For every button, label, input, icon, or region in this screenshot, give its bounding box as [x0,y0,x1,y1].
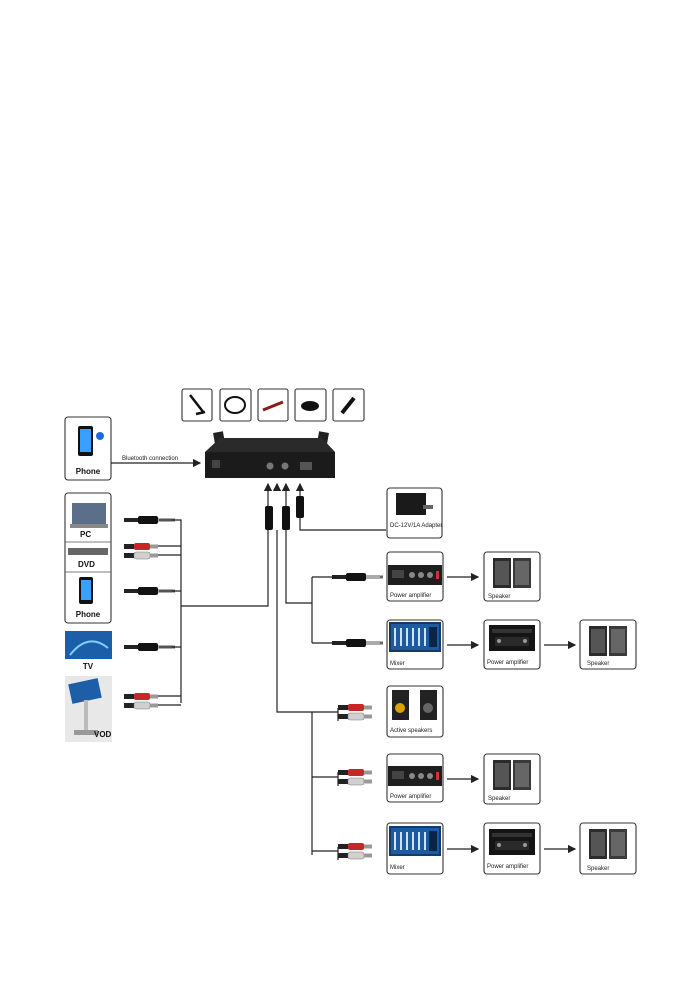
active-speakers-label: Active speakers [390,728,432,734]
dvd-player-icon [68,548,108,555]
dvd-label: DVD [78,560,95,569]
source-tv: TV [65,631,112,671]
output-power-amplifier-3: Power amplifier [386,753,444,803]
receiver-plugs [265,496,304,530]
output-speaker-4: Speaker [579,822,637,875]
output-power-amplifier-4: Power amplifier [483,822,541,875]
mixer-label: Mixer [390,661,405,667]
output-power-amplifier-1: Power amplifier [386,551,444,602]
adapter-box: DC-12V/1A Adapter [386,487,443,539]
power-port [300,462,312,470]
speaker-label-2: Speaker [587,661,609,667]
power-amplifier-label-2: Power amplifier [487,660,528,666]
cable-bundle-icon [301,401,319,411]
wireless-receiver [205,431,335,478]
rca-output-wiring [311,708,339,860]
bluetooth-label: Bluetooth connection [122,456,178,462]
accessory-row [181,388,365,422]
active-speaker-rca-plug [337,703,373,721]
output-mixer-2: Mixer [386,822,444,875]
jack-port-1 [266,462,274,470]
output-power-amplifier-2: Power amplifier [483,619,541,670]
bluetooth-icon [96,432,104,440]
output-active-speakers: Active speakers [386,685,444,738]
amp-rca-plug [337,768,373,786]
jack-cable-icon [189,394,206,416]
rca-cable-icon [262,400,284,412]
vod-rca-plug [123,692,159,710]
power-amplifier-label-4: Power amplifier [487,864,528,870]
adapter-plug-icon [340,396,356,415]
speaker-label: Speaker [488,594,510,600]
power-amplifier-label: Power amplifier [390,593,431,599]
adapter-label: DC-12V/1A Adapter [390,523,442,529]
tv-label: TV [83,662,94,671]
power-amplifier-label-3: Power amplifier [390,794,431,800]
coiled-cable-icon [224,396,246,414]
speaker-label-3: Speaker [488,796,510,802]
phone-label: Phone [76,610,101,619]
source-wiring [158,482,273,706]
receiver-wiring [272,482,386,713]
output-mixer-1: Mixer [386,619,444,670]
dvd-rca-plug [123,542,159,560]
output-speaker-1: Speaker [483,551,541,602]
speaker-label-4: Speaker [587,866,609,872]
laptop-icon [72,503,106,524]
phone-bt-label: Phone [76,467,101,476]
output-speaker-3: Speaker [483,753,541,805]
accessory-3-5mm-cable [219,388,252,422]
source-vod: VOD [65,676,112,742]
amp-jack-plug [332,573,383,581]
source-group-pc-dvd-phone: PC DVD Phone [64,492,112,624]
power-adapter-icon [396,493,426,515]
output-speaker-2: Speaker [579,619,637,670]
mixer-rca-plug [337,842,373,860]
jack-output-wiring [311,576,332,644]
mixer-jack-plug [332,639,383,647]
mixer-label-2: Mixer [390,865,405,871]
jack-port-2 [281,462,289,470]
vod-label: VOD [94,730,112,739]
pc-label: PC [80,530,91,539]
vod-kiosk-icon [68,678,102,704]
source-phone-bluetooth: Phone [64,416,112,481]
